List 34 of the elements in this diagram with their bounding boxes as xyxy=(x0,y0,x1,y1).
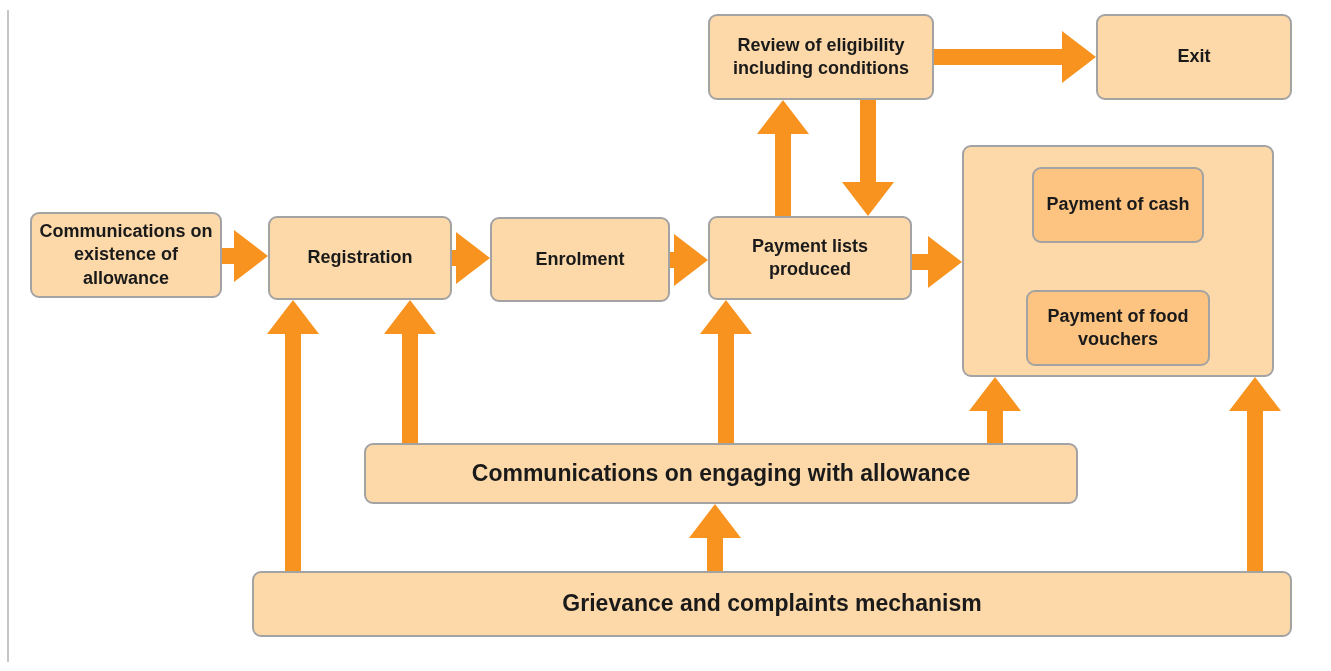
box-label: Communications on engaging with allowance xyxy=(470,458,972,488)
block-arrow xyxy=(912,236,962,288)
process-box xyxy=(708,14,934,100)
process-box xyxy=(268,216,452,300)
block-arrow xyxy=(969,377,1021,443)
process-box xyxy=(364,443,1078,504)
block-arrow xyxy=(934,31,1096,83)
process-box xyxy=(490,217,670,302)
box-label: Grievance and complaints mechanism xyxy=(561,589,983,619)
block-arrow xyxy=(222,230,268,282)
block-arrow xyxy=(384,300,436,443)
block-arrow xyxy=(757,100,809,216)
box-label: Enrolment xyxy=(534,247,626,271)
block-arrow xyxy=(842,100,894,216)
block-arrow xyxy=(1229,377,1281,571)
block-arrow xyxy=(452,232,490,284)
process-box xyxy=(252,571,1292,637)
box-label: Review of eligibility including conditions xyxy=(732,33,910,80)
block-arrow xyxy=(689,504,741,571)
step-box xyxy=(1032,167,1204,243)
block-arrow xyxy=(267,300,319,571)
box-label: Payment lists produced xyxy=(750,234,870,281)
box-label: Exit xyxy=(1176,45,1212,69)
box-label: Payment of cash xyxy=(1045,193,1191,217)
box-label: Registration xyxy=(306,246,414,270)
step-box xyxy=(1026,290,1210,366)
process-box xyxy=(1096,14,1292,100)
block-arrow xyxy=(700,300,752,443)
process-box xyxy=(708,216,912,300)
process-box xyxy=(30,212,222,298)
box-label: Payment of food vouchers xyxy=(1046,304,1190,351)
box-label: Communications on existence of allowance xyxy=(38,219,214,290)
block-arrow xyxy=(670,234,708,286)
group-box xyxy=(962,145,1274,377)
